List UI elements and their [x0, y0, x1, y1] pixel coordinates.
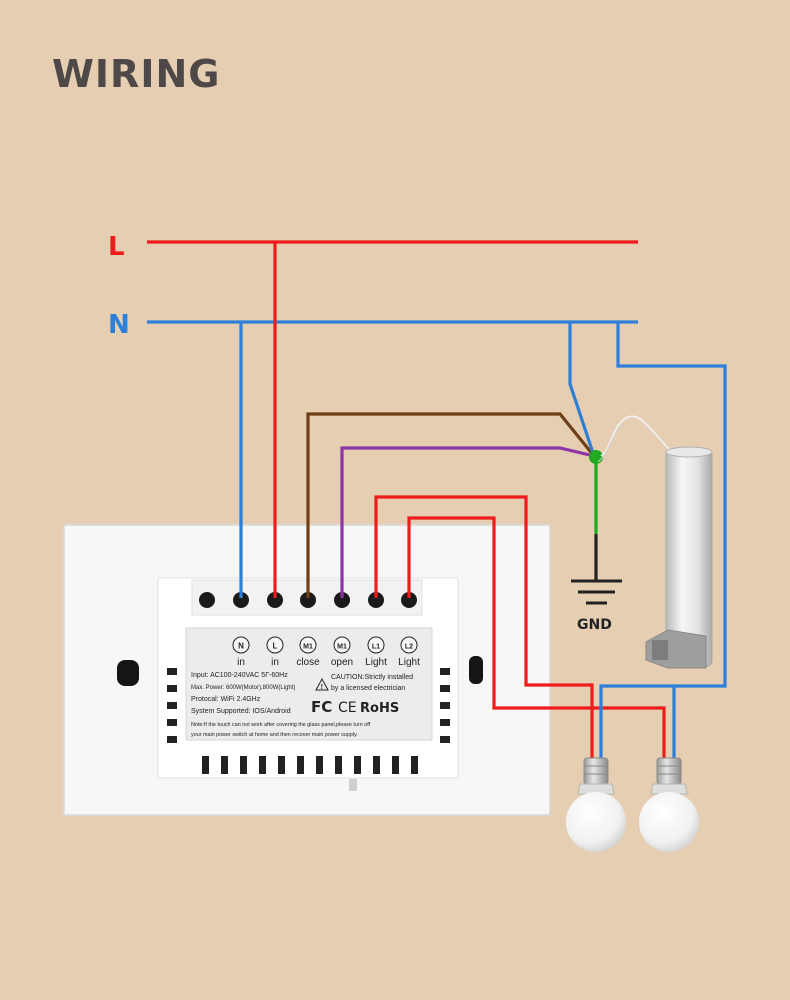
- terminal-sub-label: Light: [398, 657, 420, 668]
- mount-slot-right: [469, 656, 483, 684]
- spec-input: Input: AC100-240VAC 5Γ-60Hz: [191, 672, 288, 679]
- terminal-symbol-ring: [333, 636, 351, 654]
- terminal-symbol-ring: [367, 636, 385, 654]
- terminal-sub-label: Light: [365, 657, 387, 668]
- terminal-sub-label: close: [296, 657, 320, 668]
- junction-dot: [589, 450, 603, 464]
- terminal-symbol-ring: [400, 636, 418, 654]
- terminal-screw: [368, 592, 384, 608]
- ground-label: GND: [577, 617, 612, 633]
- terminal-symbol-ring: [299, 636, 317, 654]
- wire-bulb-neutral: [599, 322, 727, 760]
- terminal-screw: [233, 592, 249, 608]
- spec-protocol: Protocal: WiFi 2.4GHz: [191, 696, 261, 703]
- vent-slots-bottom: [202, 756, 418, 774]
- terminal-symbol: M1: [337, 644, 347, 651]
- page-title: WIRING: [52, 52, 221, 96]
- terminal-screw: [401, 592, 417, 608]
- terminal-screw: [334, 592, 350, 608]
- terminal-symbol: L1: [372, 644, 380, 651]
- terminal-sub-label: in: [271, 657, 279, 668]
- mount-slot-left: [117, 660, 139, 686]
- terminal-screw: [267, 592, 283, 608]
- light-bulb-icon: [639, 757, 699, 852]
- fcc-logo: FC: [311, 698, 332, 716]
- note-line-2: your main power switch at home and then …: [191, 732, 358, 738]
- caution-mark: !: [321, 684, 323, 691]
- wire-motor-open: [340, 446, 595, 598]
- vent-slots-left: [167, 668, 177, 743]
- caution-icon: [315, 677, 329, 691]
- terminal-symbol-ring: [266, 636, 284, 654]
- terminal-sub-label: open: [331, 657, 353, 668]
- wire-motor-neutral: [568, 322, 596, 457]
- terminal-symbol: N: [238, 642, 244, 651]
- bottom-clip: [349, 779, 357, 791]
- spec-power: Max. Power: 600W(Motor),800W(Light): [191, 685, 295, 691]
- rohs-logo: RoHS: [360, 701, 399, 716]
- light-bulb-icon: [566, 757, 626, 852]
- wire-light-2: [407, 516, 666, 758]
- terminal-symbol: M1: [303, 644, 313, 651]
- neutral-bus-label: N: [108, 310, 130, 340]
- ce-logo: CE: [338, 700, 357, 716]
- terminal-screw-blank: [199, 592, 215, 608]
- terminal-symbol: L: [273, 642, 278, 651]
- caution-line-1: CAUTION:Strictly installed: [331, 674, 413, 681]
- ground-symbol-icon: [571, 579, 622, 605]
- terminal-symbol-ring: [232, 636, 250, 654]
- spec-system: System Supported: IOS/Android: [191, 708, 291, 715]
- terminal-sub-label: in: [237, 657, 245, 668]
- wire-light-1: [374, 495, 594, 760]
- caution-line-2: by a licensed electrician: [331, 685, 405, 692]
- live-bus-label: L: [108, 232, 125, 262]
- terminal-symbol: L2: [405, 644, 413, 651]
- wire-motor-close: [306, 412, 596, 598]
- note-line-1: Note:If the touch can not work after cov…: [191, 722, 371, 728]
- curtain-motor-icon: [597, 415, 713, 669]
- vent-slots-right: [440, 668, 450, 743]
- terminal-screw: [300, 592, 316, 608]
